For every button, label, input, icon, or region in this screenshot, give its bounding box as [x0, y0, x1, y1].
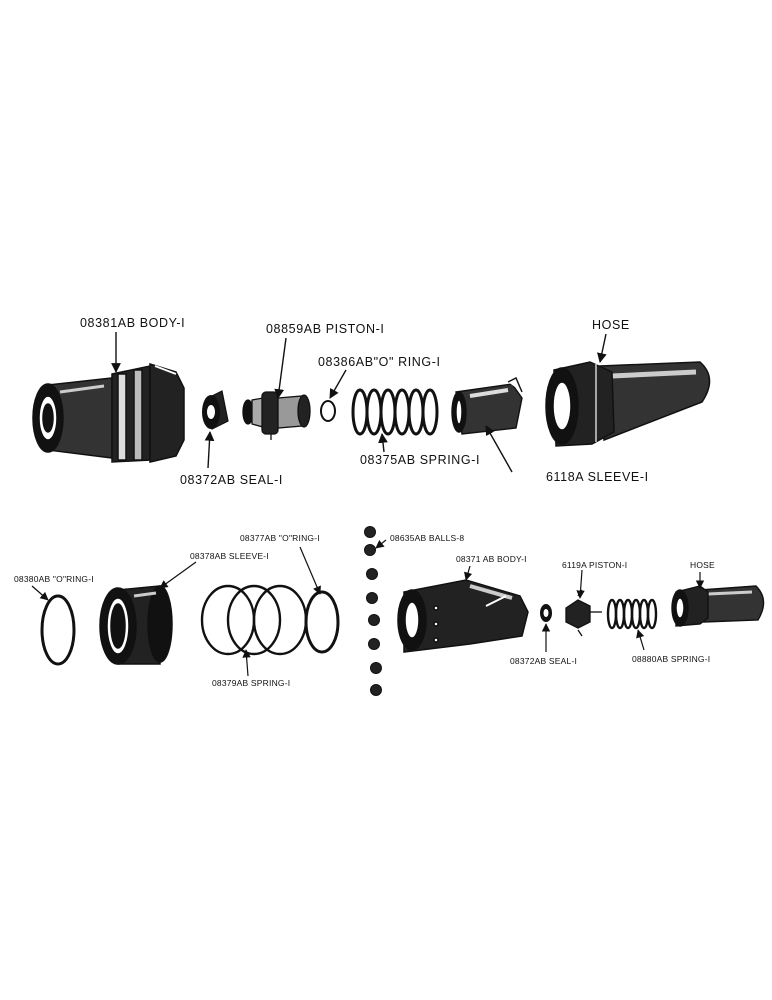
label-08375ab-spring: 08375AB SPRING-I: [360, 453, 480, 467]
sleeve-08378ab: [99, 585, 173, 665]
body-08371ab: [397, 579, 529, 653]
hose-bottom: [671, 585, 765, 627]
label-08377ab-o-ring: 08377AB "O"RING-I: [240, 533, 320, 543]
top-leader-lines: [111, 332, 607, 473]
hose-top: [545, 361, 711, 447]
spring-08880ab: [606, 598, 658, 630]
label-hose-bottom: HOSE: [690, 560, 715, 570]
label-08635ab-balls: 08635AB BALLS-8: [390, 533, 464, 543]
label-08378ab-sleeve: 08378AB SLEEVE-I: [190, 551, 269, 561]
spring-08379ab: [200, 584, 308, 656]
balls-08635ab: [364, 526, 382, 696]
o-ring-08380ab: [40, 594, 76, 666]
bottom-right-leader-lines: [464, 565, 705, 652]
label-08372ab-seal-bottom: 08372AB SEAL-I: [510, 656, 577, 666]
o-ring-08377ab: [304, 590, 340, 654]
label-6119a-piston: 6119A PISTON-I: [562, 560, 627, 570]
label-08386ab-o-ring: 08386AB"O" RING-I: [318, 355, 441, 369]
label-08372ab-seal-top: 08372AB SEAL-I: [180, 473, 283, 487]
bottom-left-leader-lines: [31, 539, 387, 677]
seal-08372ab-top: [202, 390, 229, 430]
label-08371ab-body: 08371 AB BODY-I: [456, 554, 527, 564]
label-08880ab-spring: 08880AB SPRING-I: [632, 654, 710, 664]
piston-6119a: [565, 589, 602, 637]
label-08859ab-piston: 08859AB PISTON-I: [266, 322, 384, 336]
piston-08859ab: [242, 391, 311, 440]
label-08379ab-spring: 08379AB SPRING-I: [212, 678, 290, 688]
label-08381ab-body: 08381AB BODY-I: [80, 316, 185, 330]
label-08380ab-o-ring: 08380AB "O"RING-I: [14, 574, 94, 584]
label-6118a-sleeve: 6118A SLEEVE-I: [546, 470, 649, 484]
o-ring-08386ab: [320, 400, 336, 422]
body-08381ab: [32, 362, 185, 463]
sleeve-6118a: [451, 377, 523, 435]
seal-08372ab-bottom: [540, 604, 552, 622]
spring-08375ab: [351, 388, 439, 436]
label-hose-top: HOSE: [592, 318, 630, 332]
